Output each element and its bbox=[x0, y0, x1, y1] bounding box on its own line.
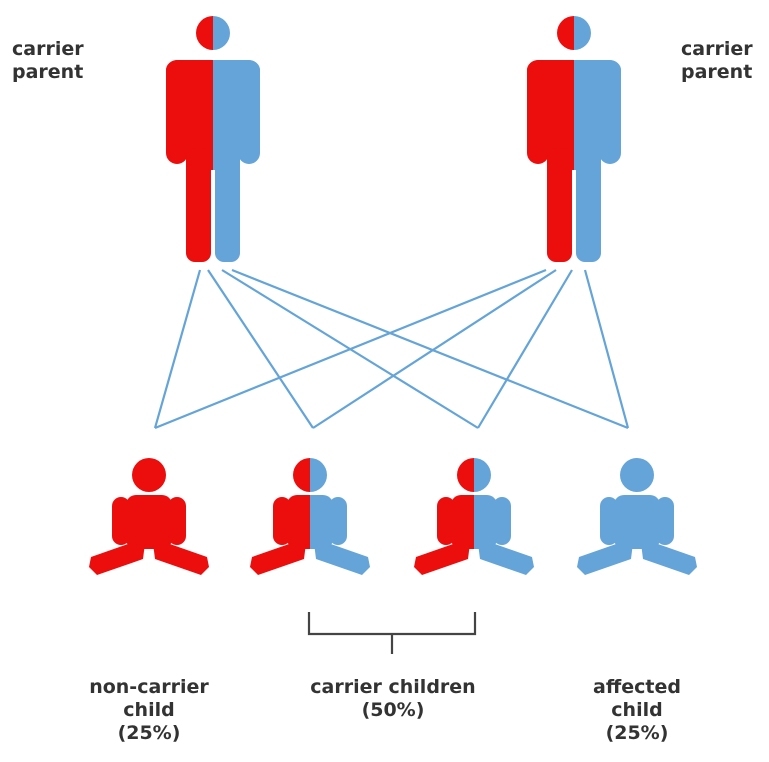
affected-caption: affected child (25%) bbox=[593, 676, 681, 745]
carrier-children-bracket bbox=[307, 612, 477, 654]
line-left-parent-to-child-1 bbox=[153, 269, 202, 429]
line-left-parent-to-child-4 bbox=[231, 268, 629, 430]
left-parent-label-line-2: parent bbox=[12, 61, 84, 83]
non-carrier-caption-line-2: child bbox=[123, 699, 175, 721]
carrier-child-figure-2 bbox=[414, 458, 534, 575]
non-carrier-caption-line-3: (25%) bbox=[117, 722, 181, 744]
right-carrier-parent-figure bbox=[527, 16, 621, 262]
affected-caption-line-1: affected bbox=[593, 676, 681, 698]
right-parent-label-line-2: parent bbox=[681, 61, 753, 83]
carrier-child-figure-1 bbox=[250, 458, 370, 575]
left-parent-label-line-1: carrier bbox=[12, 38, 84, 60]
non-carrier-caption-line-1: non-carrier bbox=[89, 676, 209, 698]
carrier-children-caption: carrier children (50%) bbox=[310, 676, 475, 722]
affected-caption-line-2: child bbox=[611, 699, 663, 721]
line-right-parent-to-child-3 bbox=[477, 269, 573, 429]
line-right-parent-to-child-1 bbox=[154, 268, 547, 430]
affected-caption-line-3: (25%) bbox=[605, 722, 669, 744]
carrier-children-caption-line-2: (50%) bbox=[361, 699, 425, 721]
line-right-parent-to-child-4 bbox=[583, 269, 630, 429]
right-parent-label-line-1: carrier bbox=[681, 38, 753, 60]
line-left-parent-to-child-2 bbox=[207, 269, 314, 429]
left-parent-label: carrier parent bbox=[12, 38, 84, 84]
right-parent-label: carrier parent bbox=[681, 38, 753, 84]
left-carrier-parent-figure bbox=[166, 16, 260, 262]
line-right-parent-to-child-2 bbox=[312, 269, 557, 429]
non-carrier-child-figure bbox=[89, 458, 209, 575]
affected-child-figure bbox=[577, 458, 697, 575]
non-carrier-caption: non-carrier child (25%) bbox=[89, 676, 209, 745]
carrier-children-caption-line-1: carrier children bbox=[310, 676, 476, 698]
inheritance-lines bbox=[153, 268, 630, 430]
